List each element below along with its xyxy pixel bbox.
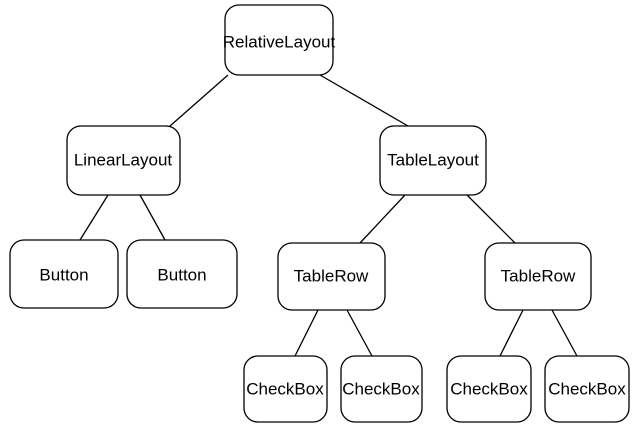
diagram-node-cb3: CheckBox bbox=[446, 355, 532, 423]
node-box bbox=[243, 355, 328, 423]
node-label: CheckBox bbox=[246, 380, 324, 399]
node-box bbox=[66, 125, 181, 196]
diagram-edges bbox=[79, 74, 578, 357]
node-box bbox=[224, 4, 334, 76]
node-label: RelativeLayout bbox=[223, 33, 336, 52]
diagram-node-row2: TableRow bbox=[484, 242, 592, 311]
edge-root-table bbox=[319, 74, 409, 127]
diagram-node-linear: LinearLayout bbox=[66, 125, 181, 196]
diagram-node-row1: TableRow bbox=[277, 242, 386, 311]
diagram-node-cb4: CheckBox bbox=[544, 355, 630, 423]
diagram-node-root: RelativeLayout bbox=[223, 4, 336, 76]
node-label: CheckBox bbox=[342, 380, 420, 399]
node-box bbox=[9, 239, 119, 309]
edge-linear-button1 bbox=[79, 194, 109, 241]
node-box bbox=[379, 125, 487, 196]
diagram-node-table: TableLayout bbox=[379, 125, 487, 196]
node-label: Button bbox=[157, 266, 206, 285]
edge-row2-cb4 bbox=[551, 309, 578, 357]
node-box bbox=[340, 355, 423, 423]
node-label: Button bbox=[39, 266, 88, 285]
edge-table-row2 bbox=[466, 194, 516, 244]
edge-root-linear bbox=[169, 74, 229, 127]
edge-table-row1 bbox=[359, 194, 406, 244]
edge-row2-cb3 bbox=[499, 309, 524, 357]
node-box bbox=[484, 242, 592, 311]
node-label: TableRow bbox=[501, 267, 576, 286]
node-label: TableRow bbox=[294, 267, 369, 286]
node-label: TableLayout bbox=[387, 151, 479, 170]
edge-row1-cb2 bbox=[346, 309, 373, 357]
diagram-node-cb1: CheckBox bbox=[243, 355, 328, 423]
node-label: CheckBox bbox=[450, 380, 528, 399]
edge-row1-cb1 bbox=[294, 309, 319, 357]
node-box bbox=[446, 355, 532, 423]
node-label: CheckBox bbox=[548, 380, 626, 399]
node-label: LinearLayout bbox=[74, 151, 173, 170]
diagram-node-button1: Button bbox=[9, 239, 119, 309]
node-box bbox=[126, 239, 238, 309]
node-box bbox=[277, 242, 386, 311]
diagram-node-button2: Button bbox=[126, 239, 238, 309]
edge-linear-button2 bbox=[139, 194, 166, 241]
diagram-node-cb2: CheckBox bbox=[340, 355, 423, 423]
node-box bbox=[544, 355, 630, 423]
